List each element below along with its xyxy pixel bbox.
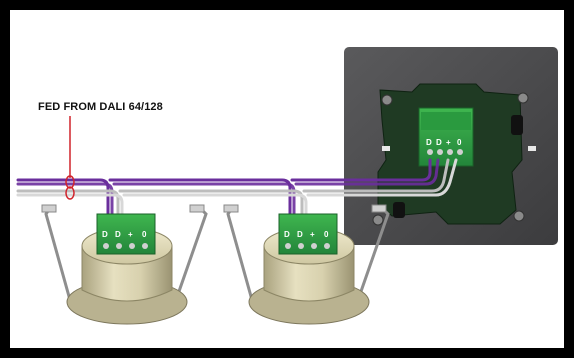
wall-terminal-labels: D D + 0 (426, 138, 462, 147)
dali-bus-wires (16, 158, 458, 217)
terminal-label: D (436, 138, 442, 147)
terminal-label: + (310, 230, 315, 239)
ceiling-sensor-icon (41, 204, 208, 325)
terminal-label: D (115, 230, 121, 239)
terminal-label: D (284, 230, 290, 239)
terminal-label: + (128, 230, 133, 239)
terminal-label: D (297, 230, 303, 239)
sensor-2-terminal-labels: D D + 0 (284, 230, 329, 239)
sensor-1-terminal-labels: D D + 0 (102, 230, 147, 239)
terminal-label: 0 (142, 230, 147, 239)
dali-feed-label: FED FROM DALI 64/128 (38, 101, 163, 113)
terminal-label: 0 (457, 138, 462, 147)
feed-marker (65, 116, 75, 200)
terminal-block-icon (418, 107, 474, 167)
ceiling-sensor-icon (223, 204, 390, 325)
terminal-label: 0 (324, 230, 329, 239)
terminal-label: D (102, 230, 108, 239)
terminal-label: D (426, 138, 432, 147)
terminal-label: + (446, 138, 451, 147)
